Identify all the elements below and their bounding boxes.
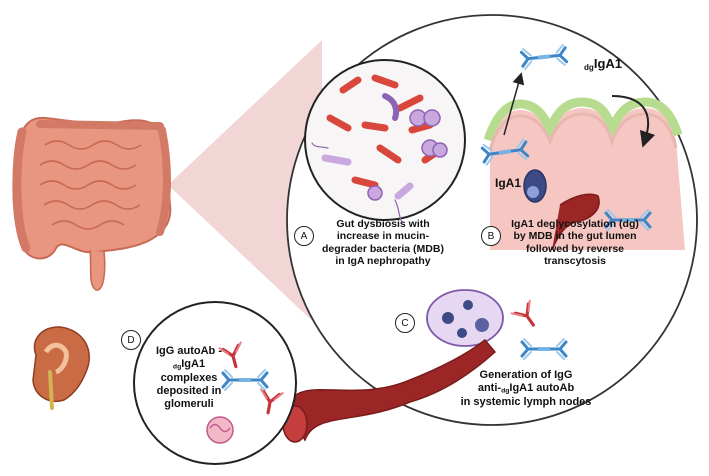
arrow-down — [611, 95, 656, 148]
panel-c-line2: anti-dgIgA1 autoAb — [477, 381, 575, 395]
panel-d-line4: deposited in — [156, 384, 222, 397]
dgiga1-main: IgA1 — [593, 56, 623, 71]
panel-a-letter: A — [294, 226, 314, 246]
bacteria-cluster — [311, 74, 444, 223]
panel-c-line1: Generation of IgG — [479, 369, 573, 381]
bacteria-cocci — [367, 109, 448, 201]
panel-c-letter: C — [395, 313, 415, 333]
panel-c-line3: in systemic lymph nodes — [460, 395, 592, 408]
intestine-illustration — [12, 116, 172, 291]
bacteria-circle — [304, 59, 466, 221]
panel-d-text: IgG autoAb - dgIgA1 complexes deposited … — [144, 345, 234, 411]
arrow-up — [503, 72, 525, 136]
gut-epithelium — [483, 97, 685, 250]
panel-a-text: Gut dysbiosis with increase in mucin-deg… — [322, 218, 444, 268]
glomeruli-circle — [133, 301, 297, 465]
blood-vessel — [284, 338, 497, 442]
panel-d-line2: dgIgA1 — [172, 357, 206, 371]
glomerulus-icon — [206, 416, 234, 444]
panel-d-letter: D — [121, 330, 141, 350]
zoom-wedge — [168, 40, 322, 330]
dgiga1-label: dgIgA1 — [584, 56, 622, 73]
panel-c-text: Generation of IgG anti-dgIgA1 autoAb in … — [431, 369, 621, 409]
panel-b-text: IgA1 deglycosylation (dg) by MDB in the … — [511, 218, 639, 268]
panel-d-line3: complexes — [160, 371, 218, 384]
capillary — [551, 193, 600, 251]
panel-d-line1: IgG autoAb - — [156, 345, 222, 357]
iga1-label: IgA1 — [495, 176, 522, 190]
dgiga1-sub: dg — [584, 63, 594, 72]
lymph-node — [426, 289, 504, 347]
panel-d-line5: glomeruli — [164, 397, 214, 410]
kidney-illustration — [32, 326, 90, 410]
panel-b-letter: B — [481, 226, 501, 246]
